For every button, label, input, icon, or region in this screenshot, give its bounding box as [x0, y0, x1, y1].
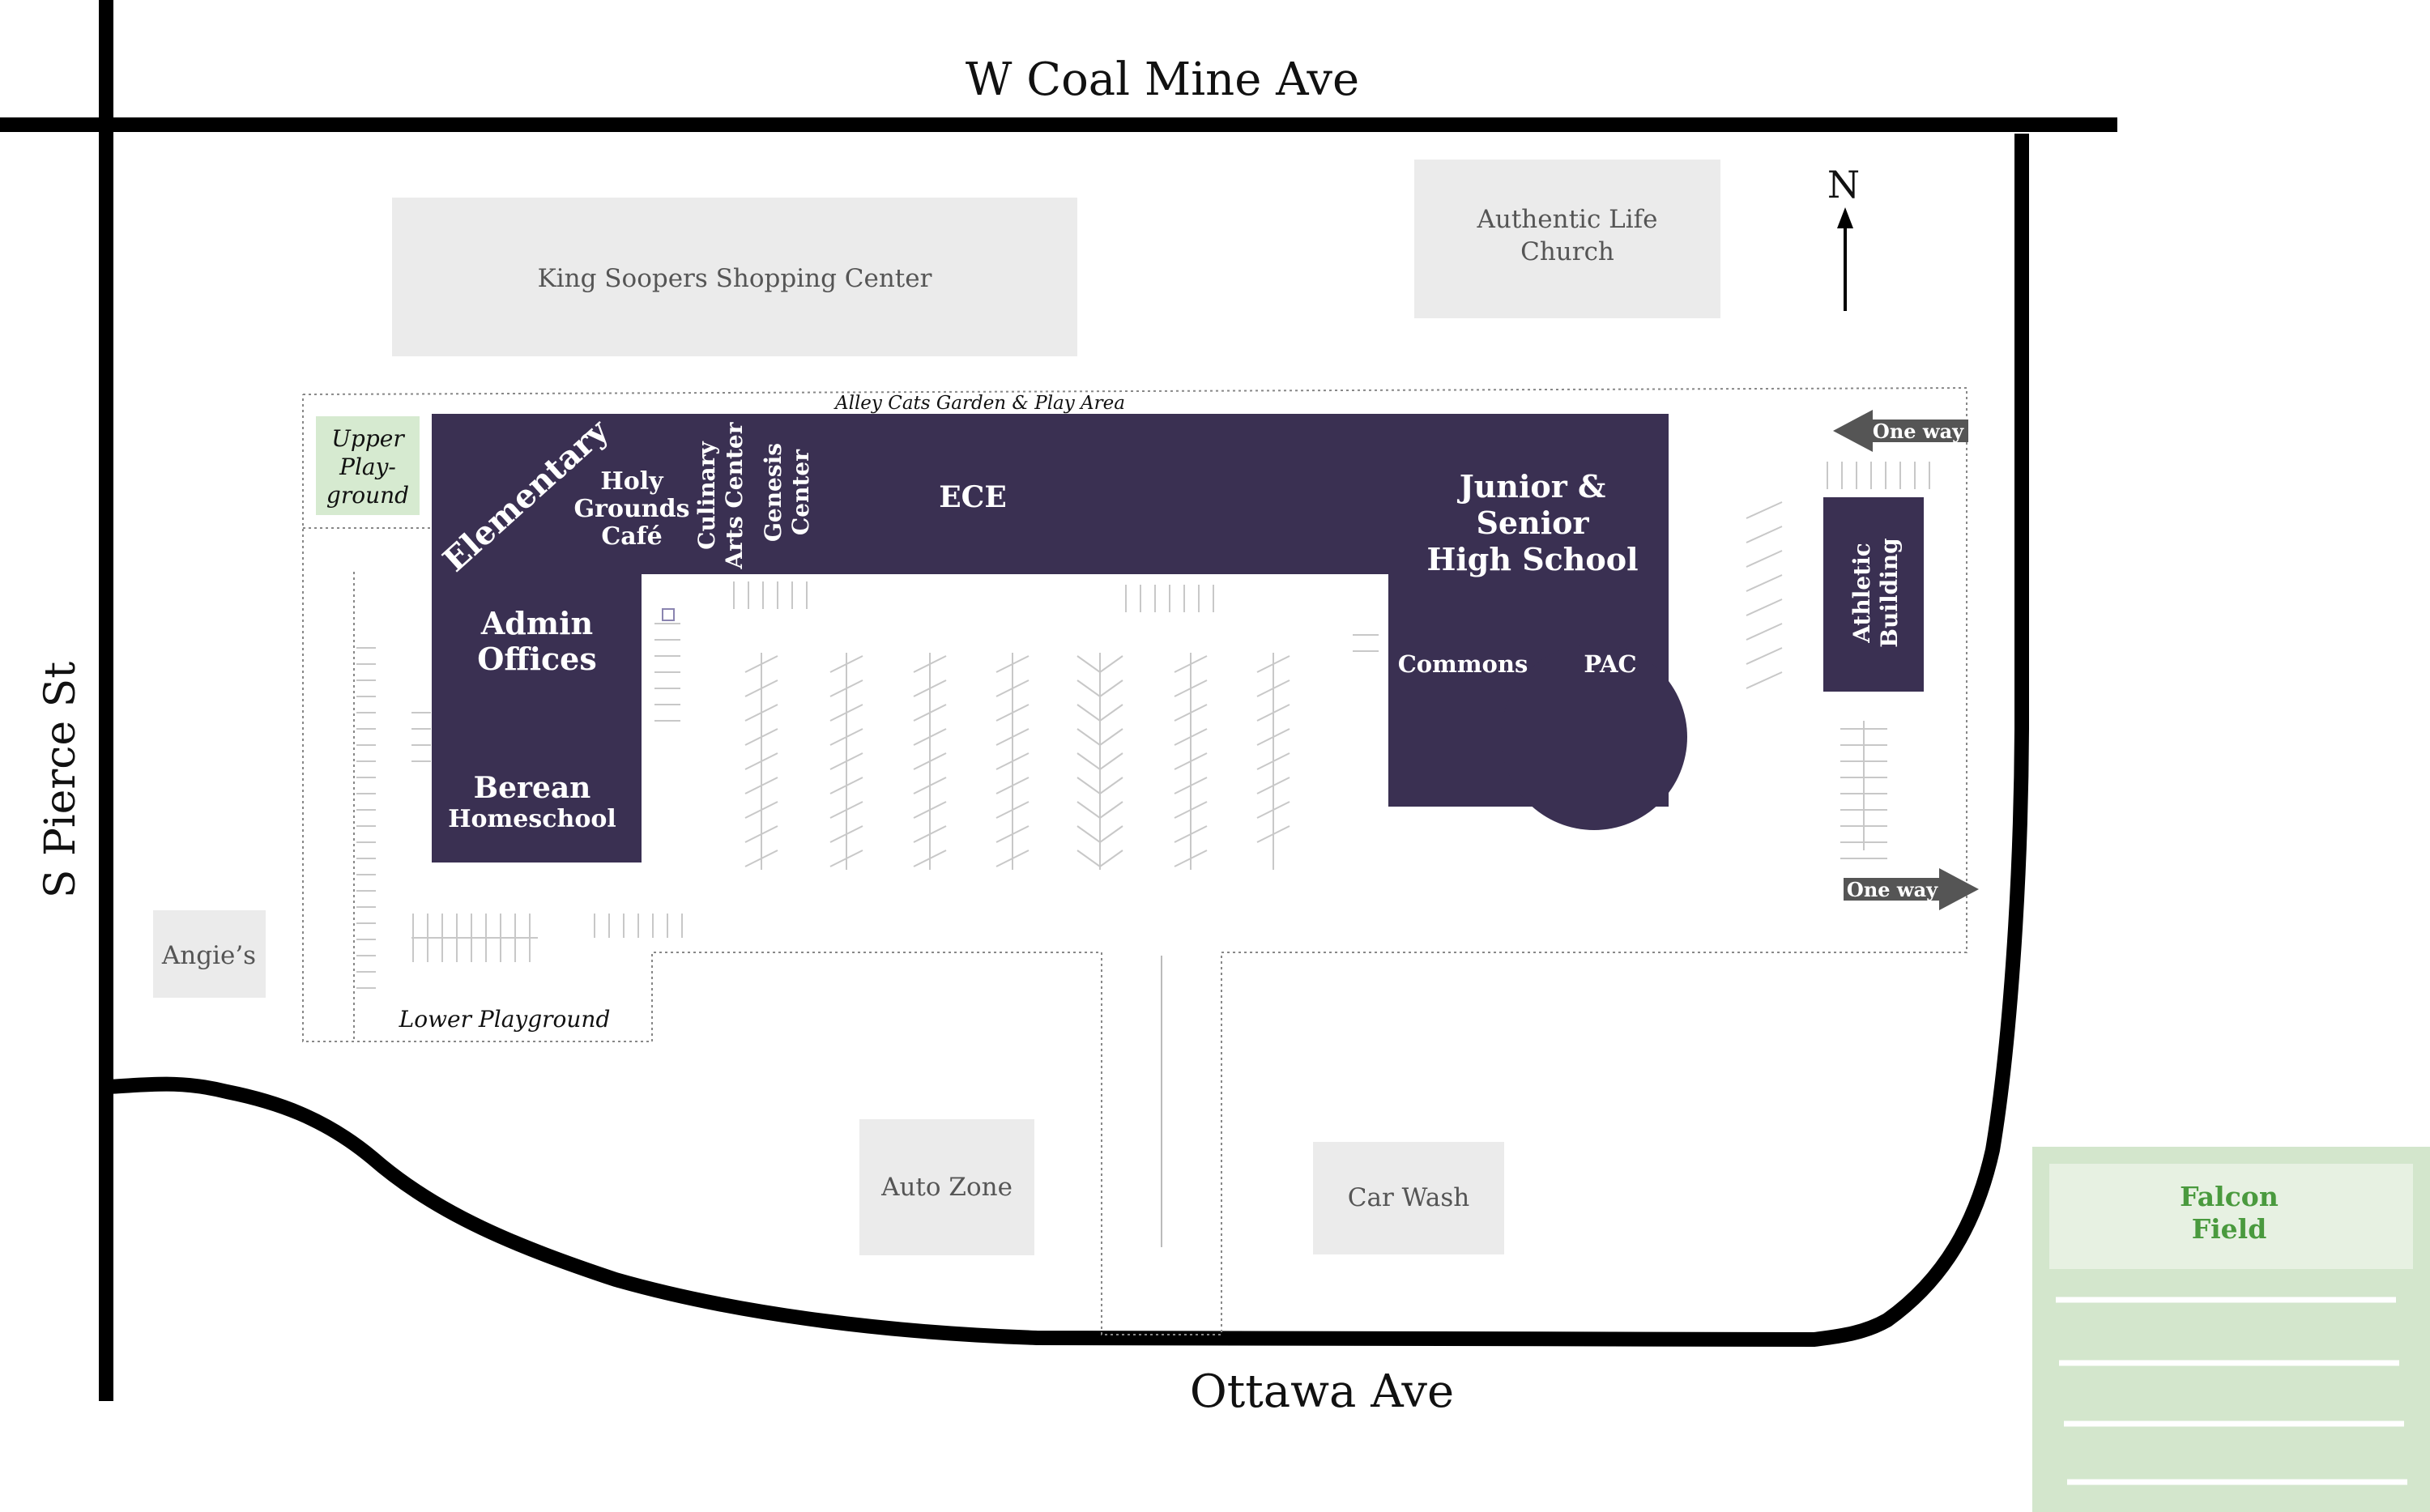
admin-label-line1: Admin — [480, 605, 593, 641]
high-school-label-line1: Junior & — [1457, 468, 1606, 505]
car-wash-block — [1313, 1142, 1504, 1254]
berean-label-line1: Berean — [474, 771, 591, 805]
one-way-top-label: One way — [1873, 420, 1964, 443]
holy-grounds-label-line1: Holy — [600, 467, 664, 496]
genesis-label-line2: Center — [787, 449, 814, 535]
falcon-field-label-line2: Field — [2192, 1213, 2267, 1245]
culinary-label-line1: Culinary — [693, 441, 720, 550]
high-school-label-line3: High School — [1426, 541, 1638, 577]
compass: N — [1827, 163, 1860, 311]
school-buildings — [432, 414, 1924, 862]
falcon-field-label-line1: Falcon — [2180, 1181, 2279, 1212]
upper-playground-label-line1: Upper — [331, 425, 405, 452]
roads — [0, 0, 2117, 1401]
admin-wing — [432, 567, 642, 862]
angies-block — [153, 910, 266, 998]
neighbors: King Soopers Shopping Center Authentic L… — [153, 160, 1720, 1255]
lower-playground-label: Lower Playground — [399, 1006, 611, 1033]
upper-playground-label-line3: ground — [326, 482, 409, 509]
high-school-label-line2: Senior — [1476, 505, 1589, 541]
king-soopers-label: King Soopers Shopping Center — [538, 264, 932, 293]
athletic-label-line1: Athletic — [1848, 543, 1875, 644]
falcon-field-label-box — [2049, 1164, 2413, 1269]
auto-zone-label: Auto Zone — [880, 1173, 1013, 1202]
holy-grounds-label-line3: Café — [601, 522, 662, 551]
athletic-label-line2: Building — [1876, 538, 1903, 647]
ece-label: ECE — [939, 480, 1007, 514]
auto-zone-block — [859, 1119, 1034, 1255]
church-label-line2: Church — [1520, 237, 1614, 266]
property-boundary — [302, 386, 1967, 1335]
one-way-right-arrow-icon — [1844, 868, 1979, 910]
compass-arrowhead-icon — [1837, 207, 1853, 228]
falcon-field-yard-lines — [2056, 1297, 2407, 1485]
pac-label: PAC — [1584, 650, 1636, 678]
compass-north-label: N — [1827, 163, 1860, 207]
one-way-sign-top: One way — [1833, 410, 1968, 452]
main-wing — [432, 414, 1669, 574]
road-ottawa-ave — [105, 134, 2029, 1348]
king-soopers-block — [392, 198, 1077, 356]
alley-cats-label: Alley Cats Garden & Play Area — [833, 393, 1125, 414]
falcon-field: Falcon Field — [2032, 1147, 2430, 1512]
street-label-pierce: S Pierce St — [36, 662, 85, 898]
culinary-label-line2: Arts Center — [721, 421, 748, 569]
admin-window-marker — [662, 608, 675, 621]
berean-label-line2: Homeschool — [448, 805, 616, 833]
pac-rotunda — [1501, 644, 1687, 830]
angies-label: Angie’s — [161, 941, 256, 970]
upper-playground — [316, 416, 420, 515]
church-block — [1414, 160, 1720, 318]
holy-grounds-label-line2: Grounds — [574, 495, 690, 523]
street-label-ottawa: Ottawa Ave — [1190, 1365, 1454, 1418]
one-way-sign-bottom: One way — [1844, 868, 1979, 910]
parking-stripes — [356, 462, 1930, 989]
one-way-left-arrow-icon — [1833, 410, 1968, 452]
upper-playground-label-line2: Play- — [339, 454, 396, 480]
car-wash-label: Car Wash — [1348, 1183, 1469, 1212]
commons-label: Commons — [1398, 650, 1528, 678]
church-label-line1: Authentic Life — [1477, 205, 1658, 234]
athletic-building — [1823, 497, 1924, 692]
genesis-label-line1: Genesis — [760, 443, 787, 542]
one-way-bottom-label: One way — [1847, 878, 1938, 901]
street-label-coal-mine: W Coal Mine Ave — [966, 53, 1359, 106]
admin-label-line2: Offices — [477, 641, 596, 677]
